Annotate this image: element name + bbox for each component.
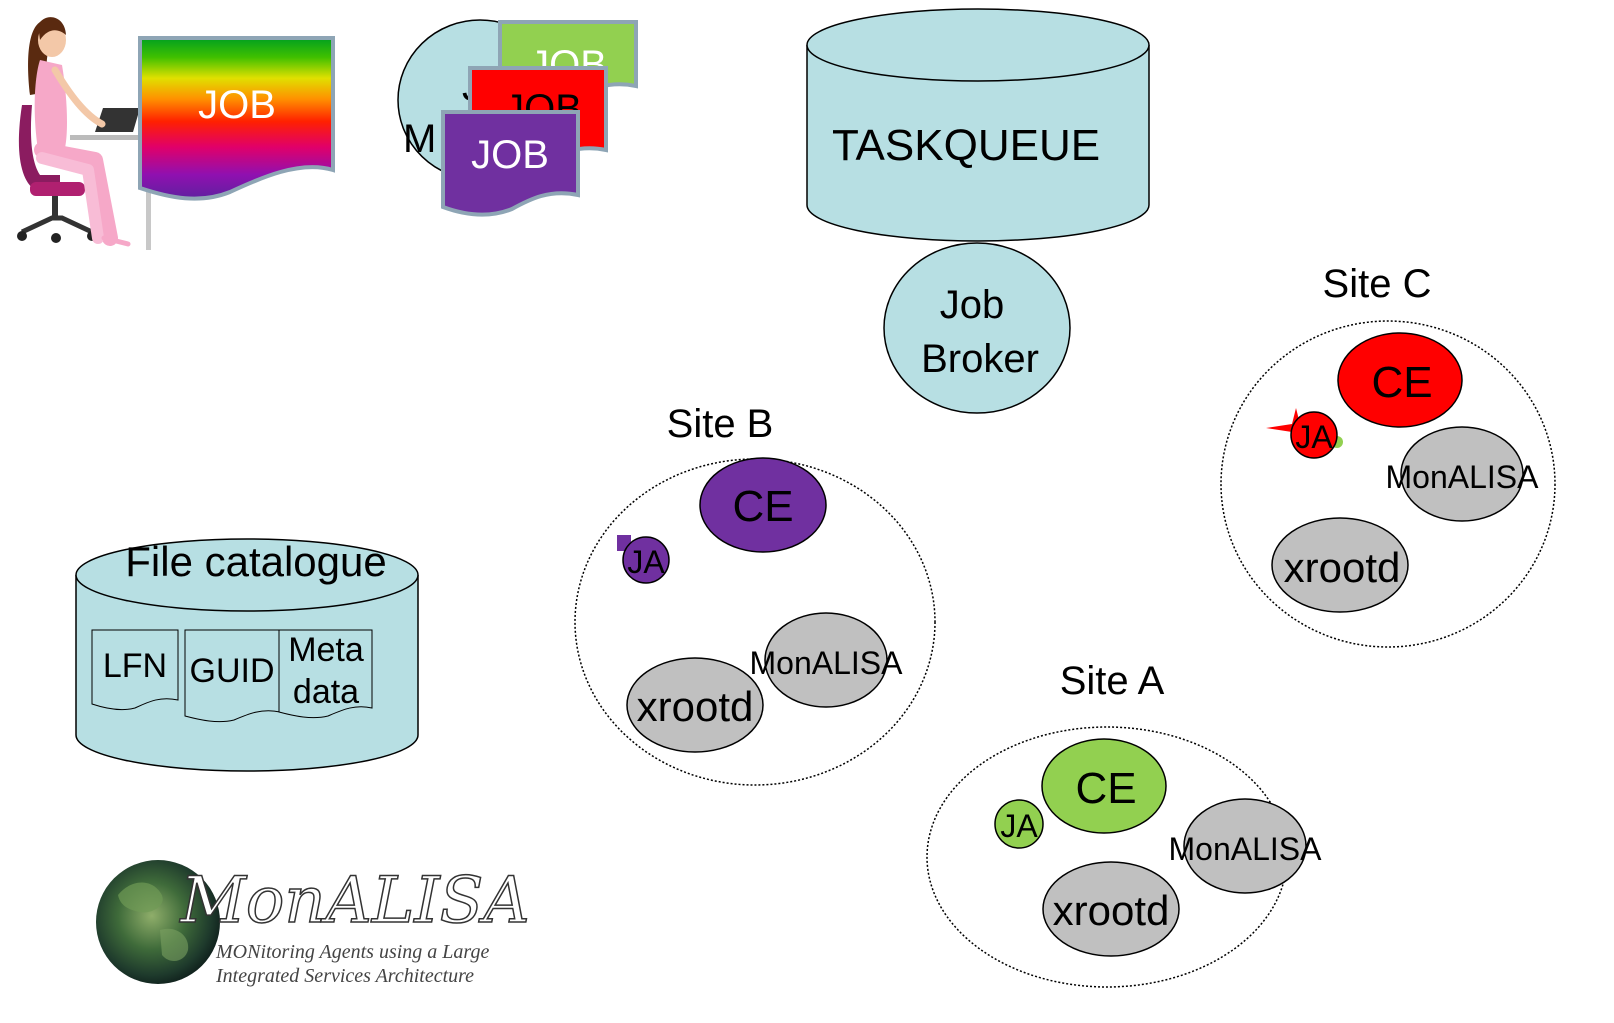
monalisa-logo-name: MonALISA [179, 864, 529, 938]
job-broker: Job Broker [883, 242, 1071, 414]
site-b-ce-node [699, 457, 827, 553]
file-catalogue-title: File catalogue [125, 538, 387, 585]
site-a-ja-label: JA [1000, 808, 1038, 844]
job-broker-line1: Job [940, 283, 1005, 327]
lfn-document: LFN [91, 629, 179, 711]
site-a-xrootd-label: xrootd [1053, 887, 1170, 934]
site-a-title: Site A [1060, 659, 1165, 703]
job-manager-fragment-m: M [403, 117, 436, 161]
job-manager: J M JOB JOB JOB [397, 19, 638, 217]
site-c-ja-node [1290, 411, 1338, 459]
site-c-xrootd-label: xrootd [1284, 544, 1401, 591]
site-c-monalisa-label: MonALISA [1386, 459, 1540, 495]
site-a-ce-node [1041, 738, 1167, 834]
taskqueue-label: TASKQUEUE [832, 121, 1100, 170]
site-c: Site C CE JA MonALISA xrootd [1220, 262, 1556, 648]
metadata-document: Meta data [278, 629, 373, 719]
site-a-monalisa-label: MonALISA [1169, 831, 1323, 867]
job-purple: JOB [441, 110, 580, 217]
file-catalogue-cylinder: File catalogue LFN GUID Meta data [75, 538, 419, 772]
site-c-title: Site C [1323, 262, 1432, 306]
metadata-label-line2: data [293, 673, 359, 711]
site-a: Site A CE JA MonALISA xrootd [926, 659, 1323, 988]
site-c-ce-node [1337, 332, 1463, 428]
user-job-label: JOB [198, 83, 276, 127]
chair-icon [17, 105, 97, 243]
site-c-monalisa-node [1400, 426, 1524, 522]
monalisa-logo-tagline-line2: Integrated Services Architecture [215, 965, 474, 987]
site-c-ce-label: CE [1371, 358, 1432, 407]
site-a-monalisa-node [1183, 798, 1307, 894]
site-b-title: Site B [667, 402, 774, 446]
job-purple-label: JOB [471, 133, 549, 177]
site-b-xrootd-label: xrootd [637, 683, 754, 730]
metadata-label-line1: Meta [288, 631, 364, 669]
user-figure [28, 17, 131, 247]
site-b-monalisa-label: MonALISA [750, 645, 904, 681]
site-b: Site B CE JA MonALISA xrootd [574, 402, 936, 786]
user-at-computer-illustration [17, 17, 151, 250]
taskqueue-cylinder: TASKQUEUE [806, 8, 1150, 242]
monalisa-logo-tagline-line1: MONitoring Agents using a Large [215, 941, 489, 963]
site-b-ce-label: CE [732, 482, 793, 531]
site-b-monalisa-node [764, 612, 888, 708]
site-b-ja-label: JA [627, 544, 665, 580]
user-job-document: JOB [138, 36, 335, 201]
site-b-xrootd-node [626, 657, 764, 753]
desk-top [70, 135, 150, 140]
site-b-ja-node [622, 536, 670, 584]
site-c-job-spark-icon [1266, 408, 1312, 446]
guid-document: GUID [184, 629, 281, 723]
site-c-xrootd-node [1271, 517, 1409, 613]
monalisa-logo: MonALISA MONitoring Agents using a Large… [96, 860, 530, 987]
guid-label: GUID [190, 652, 275, 690]
site-a-ce-label: CE [1075, 764, 1136, 813]
laptop-icon [95, 108, 140, 132]
site-c-ja-label: JA [1295, 419, 1333, 455]
site-a-ja-node [994, 799, 1044, 849]
site-c-boundary [1220, 320, 1556, 648]
lfn-label: LFN [103, 647, 167, 685]
site-a-xrootd-node [1042, 861, 1180, 957]
desk-leg [146, 138, 151, 250]
job-broker-line2: Broker [921, 337, 1039, 381]
